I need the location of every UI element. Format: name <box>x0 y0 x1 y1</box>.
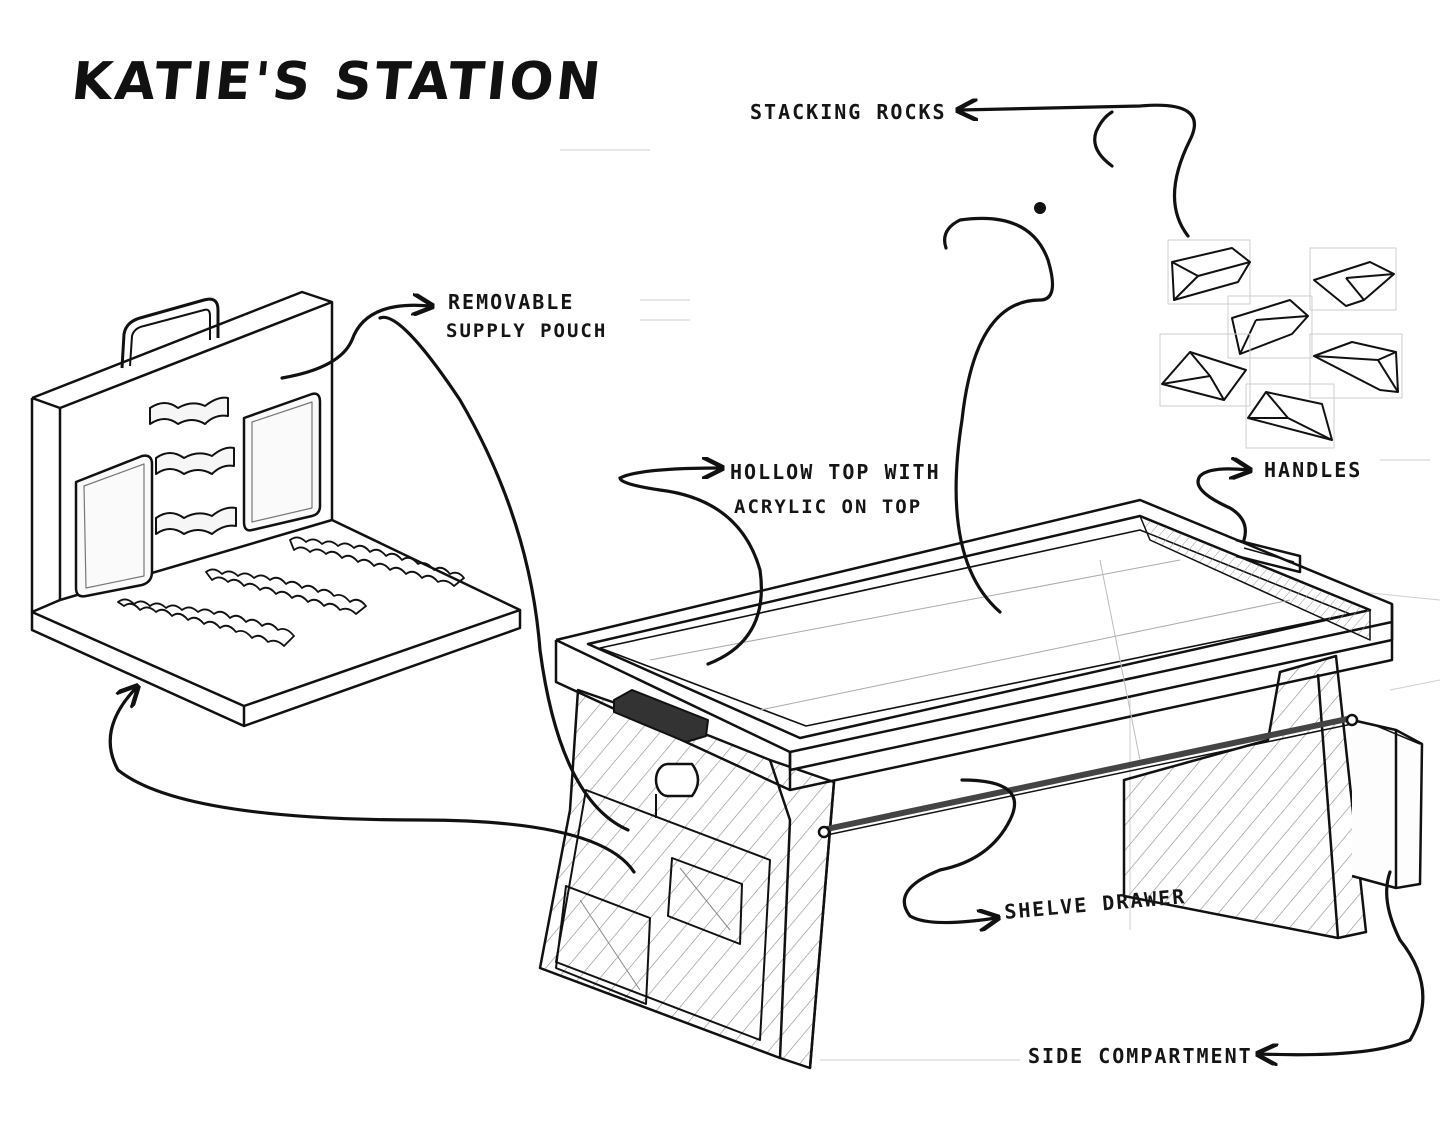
page-title: KATIE'S STATION <box>68 52 607 112</box>
supply-pouch-drawing <box>30 290 522 728</box>
label-hollow-line1: HOLLOW TOP WITH <box>730 460 941 484</box>
arrow-stacking-rocks <box>960 105 1196 238</box>
arrow-shelve-drawer <box>902 778 1017 923</box>
rock-4 <box>1159 333 1251 407</box>
rocks-drawing <box>1159 239 1403 449</box>
arrow-handles <box>1196 469 1248 542</box>
arrow-top-center <box>943 216 1055 614</box>
table-drawing <box>538 498 1424 1070</box>
rock-2 <box>1309 247 1397 311</box>
rock-5 <box>1309 333 1403 399</box>
arrow-side-compartment <box>1260 870 1425 1055</box>
label-stacking-rocks: STACKING ROCKS <box>750 100 947 124</box>
rock-1 <box>1167 239 1251 305</box>
label-side-compartment: SIDE COMPARTMENT <box>1028 1044 1253 1068</box>
label-removable-line2: SUPPLY POUCH <box>446 320 608 342</box>
arrow-removable-pouch <box>280 305 430 380</box>
rock-3 <box>1227 295 1313 359</box>
rock-6 <box>1245 383 1335 449</box>
annotation-arrows <box>108 105 1425 1055</box>
label-removable-line1: REMOVABLE <box>448 290 575 314</box>
label-handles: HANDLES <box>1264 458 1363 482</box>
arrow-pouch-to-leg <box>378 315 630 832</box>
arrow-hollow-top <box>618 468 763 666</box>
label-hollow-line2: ACRYLIC ON TOP <box>734 496 923 518</box>
arrow-leg-to-pouch <box>108 688 636 874</box>
